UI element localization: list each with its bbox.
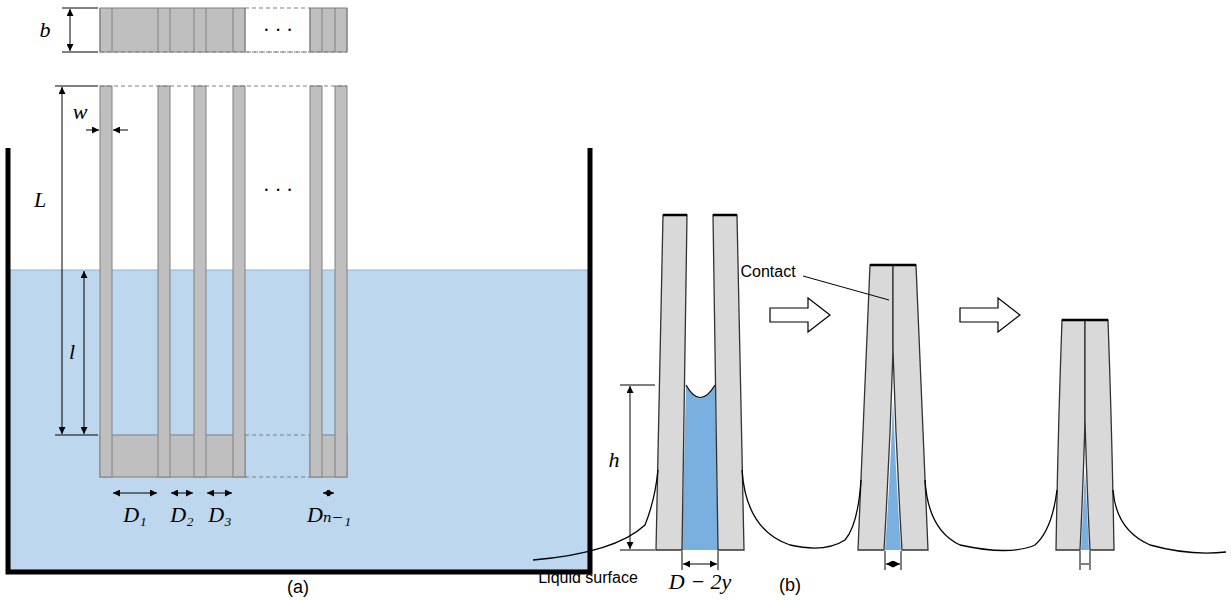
dimension-D [207,493,232,494]
extension-line [55,86,98,87]
break-line [245,8,310,9]
break-line [100,52,347,53]
ellipsis: · · · [263,179,293,201]
extension-line [55,435,98,436]
top-bar [100,8,245,52]
dimension-D [171,493,193,494]
callout-label: Liquid surface [538,569,638,587]
extension-line [62,8,98,9]
dimension-gap [886,564,900,565]
dimension-label: l [69,340,75,364]
extension-line [620,385,655,386]
dimension-b [70,9,71,51]
finger-edge [158,8,159,52]
comb-bars [100,8,347,477]
finger-edge [322,8,323,52]
extension-line [718,551,719,570]
liquid-surface [533,470,1226,560]
dimension-label: D₁ [123,503,147,527]
break-line [245,435,310,436]
dimension-l [84,271,85,434]
dimension-L [62,87,63,434]
extension-line [1080,551,1081,570]
extension-line [682,551,683,570]
plate [1056,320,1085,550]
dimension-h [630,386,631,549]
surface-line [925,480,1057,551]
finger-edge [206,8,207,52]
dimension-label: D − 2y [669,570,732,594]
dimension-lines [620,276,1090,570]
finger-edge [112,8,113,52]
break-line [245,477,310,478]
plate [713,215,744,550]
comb-finger [335,86,347,477]
plate-cap [663,214,687,217]
dimension-label: D₃ [208,503,232,527]
bottom-bar [100,435,245,477]
plate [656,215,687,550]
callout-label: Contact [740,263,795,281]
ellipsis: · · · [263,19,293,41]
finger-edge [194,8,195,52]
dimension-w [113,130,128,131]
dimension-label: Dₙ₋₁ [307,503,351,527]
plate [893,265,928,550]
dimension-label: D₂ [170,503,194,527]
finger-edge [100,8,101,52]
dimension-label: w [73,100,88,124]
panel-label: (b) [779,576,801,596]
liquid [10,270,588,570]
dimension-D [113,493,157,494]
plate [1085,320,1114,550]
finger-edge [170,8,171,52]
comb-fingers [100,8,347,477]
leader-line [803,276,889,300]
dimension-gap [1081,564,1089,565]
stage-arrows [770,298,1020,332]
plate [858,265,893,550]
plate-cap [870,264,916,267]
meniscus [686,385,715,398]
extension-line [620,550,655,551]
dimension-w [86,130,99,131]
comb-finger [194,86,206,477]
dimension-gap [683,564,717,565]
comb-finger [158,86,170,477]
block-arrow [960,298,1020,332]
finger-edge [347,8,348,52]
comb-finger [310,86,322,477]
break-line [100,86,347,87]
break-line [245,52,310,53]
finger-edge [233,8,234,52]
surface-line [742,470,861,548]
container [8,148,590,572]
dimension-label: b [40,18,51,42]
dimension-label: L [34,188,46,212]
extension-line [901,551,902,570]
extension-line [62,52,98,53]
block-arrow [770,298,830,332]
plate-caps [663,215,1108,320]
dimension-D [323,493,334,494]
liquid-column [682,385,718,550]
finger-edge [245,8,246,52]
top-bar [310,8,347,52]
surface-line [533,470,658,560]
comb-finger [100,86,112,477]
plate-cap [713,214,737,217]
comb-finger [233,86,245,477]
finger-edge [335,8,336,52]
break-lines [100,8,347,477]
dimension-lines [55,8,334,493]
extension-line [885,551,886,570]
plates [656,215,1114,550]
finger-edge [310,8,311,52]
dimension-label: h [609,448,620,472]
extension-line [1090,551,1091,570]
panel-label: (a) [287,578,309,598]
plate-cap [1062,319,1108,322]
surface-line [1113,490,1226,553]
